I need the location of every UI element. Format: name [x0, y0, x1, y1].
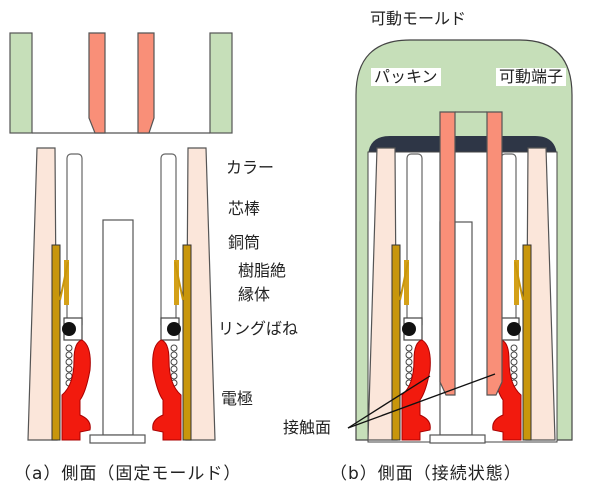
caption-a: （a）側面（固定モールド） [14, 464, 242, 484]
label-ring-spring: リングばね [215, 320, 302, 338]
label-movable-mold: 可動モールド [370, 9, 467, 28]
label-copper-tube: 銅筒 [225, 234, 264, 252]
label-packing: パッキン [371, 68, 441, 86]
label-collar: カラー [223, 159, 278, 177]
contact-leader-lines [347, 373, 496, 429]
label-movable-terminal: 可動端子 [496, 68, 567, 86]
label-core-rod: 芯棒 [225, 200, 264, 218]
label-electrode: 電極 [218, 390, 257, 408]
fixed-mold-connector [27, 147, 216, 444]
label-resin-insulator-2: 縁体 [235, 286, 274, 304]
label-resin-insulator-1: 樹脂絶 [235, 262, 290, 280]
caption-b: （b）側面（接続状態） [330, 464, 522, 484]
label-contact-surface: 接触面 [283, 418, 332, 437]
fixed-mold-top [9, 32, 233, 134]
movable-terminal [439, 111, 503, 396]
